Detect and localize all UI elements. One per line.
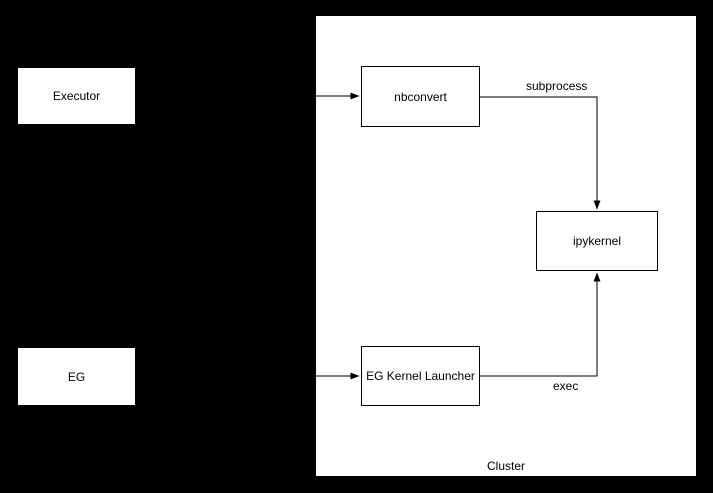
node-executor: Executor: [17, 67, 136, 125]
node-ipykernel: ipykernel: [536, 211, 658, 271]
cluster-label: Cluster: [486, 459, 525, 473]
node-executor-label: Executor: [52, 89, 101, 103]
node-eg-kernel-launcher: EG Kernel Launcher: [361, 346, 480, 406]
node-eg-kernel-launcher-label: EG Kernel Launcher: [366, 369, 475, 383]
node-ipykernel-label: ipykernel: [572, 234, 622, 248]
edge-label-subprocess: subprocess: [526, 79, 588, 93]
node-nbconvert: nbconvert: [361, 66, 480, 127]
edge-label-exec: exec: [553, 379, 579, 393]
node-eg-label: EG: [67, 369, 86, 384]
node-nbconvert-label: nbconvert: [394, 89, 447, 104]
node-eg: EG: [17, 347, 136, 406]
